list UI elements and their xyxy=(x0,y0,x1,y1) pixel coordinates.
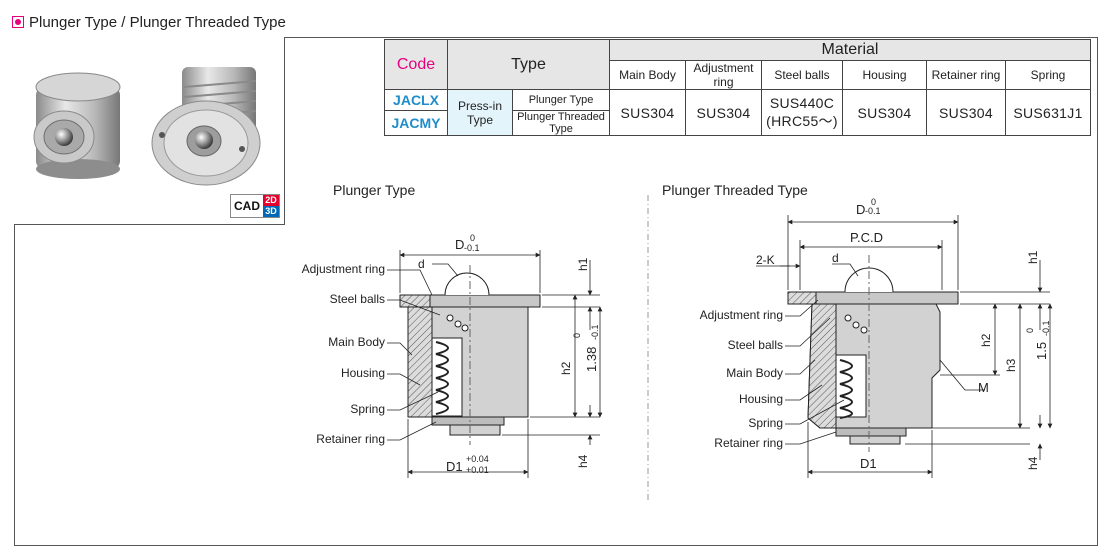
section-bullet-icon xyxy=(12,16,24,28)
plunger-diagram-title: Plunger Type xyxy=(333,182,416,198)
plunger-steel-ball xyxy=(444,272,490,296)
plunger-label-spring: Spring xyxy=(350,402,385,416)
col-spring: Spring xyxy=(1005,60,1091,90)
threaded-dim-height: 1.5 xyxy=(1034,342,1049,360)
section-title: Plunger Type / Plunger Threaded Type xyxy=(29,13,286,31)
plunger-dim-D1: D1 xyxy=(446,459,463,474)
plunger-dim-height: 1.38 xyxy=(584,347,599,372)
val-spring: SUS631J1 xyxy=(1005,89,1091,136)
cad-label: CAD xyxy=(234,199,260,213)
plunger-dim-h1: h1 xyxy=(576,257,590,271)
plunger-spring xyxy=(435,341,449,415)
plunger-label-main-body: Main Body xyxy=(328,335,385,349)
code-jaclx[interactable]: JACLX xyxy=(384,89,448,111)
section-header: Plunger Type / Plunger Threaded Type xyxy=(12,12,286,32)
threaded-dim-D: D xyxy=(856,202,865,217)
threaded-dim-d: d xyxy=(832,251,839,265)
val-housing: SUS304 xyxy=(842,89,927,136)
val-main-body: SUS304 xyxy=(609,89,686,136)
plunger-label-adjustment-ring: Adjustment ring xyxy=(302,262,385,276)
plunger-retainer-ring xyxy=(431,416,505,426)
threaded-dim-height-tol-lower: -0.1 xyxy=(1041,320,1051,336)
plunger-dim-D1-tol-upper: +0.04 xyxy=(466,454,489,464)
col-main-body: Main Body xyxy=(609,60,686,90)
threaded-dim-h2: h2 xyxy=(979,333,993,347)
product-photo xyxy=(14,37,285,225)
product-photo-illustration xyxy=(33,67,261,186)
threaded-diagram-title: Plunger Threaded Type xyxy=(662,182,808,198)
cad-badge[interactable]: CAD 2D 3D xyxy=(230,194,280,218)
val-steel-balls-line2: (HRC55～) xyxy=(766,112,838,129)
plunger-label-housing: Housing xyxy=(341,366,385,380)
col-retainer-ring: Retainer ring xyxy=(926,60,1006,90)
cad-dimensions: 2D 3D xyxy=(263,195,279,217)
subtype-plunger-threaded: Plunger Threaded Type xyxy=(512,110,610,136)
type-header: Type xyxy=(447,39,610,90)
threaded-label-main-body: Main Body xyxy=(726,366,783,380)
threaded-label-adjustment-ring: Adjustment ring xyxy=(700,308,783,322)
val-adjustment-ring: SUS304 xyxy=(685,89,762,136)
cad-2d-badge[interactable]: 2D xyxy=(263,195,279,206)
code-header: Code xyxy=(384,39,448,90)
plunger-label-retainer-ring: Retainer ring xyxy=(316,432,385,446)
threaded-dim-pcd: P.C.D xyxy=(850,230,883,245)
val-retainer-ring: SUS304 xyxy=(926,89,1006,136)
threaded-dim-h3: h3 xyxy=(1004,358,1018,372)
threaded-dim-height-tol-upper: 0 xyxy=(1025,328,1035,333)
threaded-label-retainer-ring: Retainer ring xyxy=(714,436,783,450)
threaded-label-steel-balls: Steel balls xyxy=(728,338,783,352)
col-housing: Housing xyxy=(842,60,927,90)
plunger-dim-D-tol-upper: 0 xyxy=(470,233,475,243)
col-steel-balls: Steel balls xyxy=(761,60,843,90)
content-frame xyxy=(14,37,1098,546)
threaded-label-housing: Housing xyxy=(739,392,783,406)
threaded-label-spring: Spring xyxy=(748,416,783,430)
material-spec-table: Code Type Material Main Body Adjustment … xyxy=(384,39,1091,136)
plunger-dim-D: D xyxy=(455,237,464,252)
plunger-dim-D-tol-lower: -0.1 xyxy=(464,243,480,253)
plunger-label-steel-balls: Steel balls xyxy=(330,292,385,306)
val-steel-balls-line1: SUS440C xyxy=(769,94,835,111)
threaded-dim-D-tol-upper: 0 xyxy=(871,197,876,207)
cad-3d-badge[interactable]: 3D xyxy=(263,206,279,217)
col-adjustment-ring: Adjustment ring xyxy=(685,60,762,90)
plunger-dim-D1-tol-lower: +0.01 xyxy=(466,465,489,475)
plunger-dim-d: d xyxy=(418,257,425,271)
plunger-dim-h2: h2 xyxy=(559,361,573,375)
threaded-dim-2K: 2-K xyxy=(756,253,775,267)
threaded-spring xyxy=(839,359,853,419)
threaded-dim-D1: D1 xyxy=(860,456,877,471)
threaded-dim-M: M xyxy=(978,380,989,395)
threaded-dim-D-tol-lower: -0.1 xyxy=(865,206,881,216)
threaded-retainer-ring xyxy=(835,427,907,437)
threaded-adjustment-ring-section xyxy=(787,291,817,305)
plunger-dim-height-tol-lower: -0.1 xyxy=(590,324,600,340)
val-steel-balls: SUS440C (HRC55～) xyxy=(761,89,843,136)
plunger-drawing xyxy=(399,265,541,445)
plunger-dim-height-tol-upper: 0 xyxy=(572,333,582,338)
threaded-drawing xyxy=(787,255,959,452)
threaded-housing-section xyxy=(807,303,837,429)
material-header: Material xyxy=(609,39,1091,61)
threaded-dim-h4: h4 xyxy=(1026,456,1040,470)
threaded-dim-h1: h1 xyxy=(1026,250,1040,264)
code-jacmy[interactable]: JACMY xyxy=(384,110,448,136)
plunger-dim-h4: h4 xyxy=(576,454,590,468)
